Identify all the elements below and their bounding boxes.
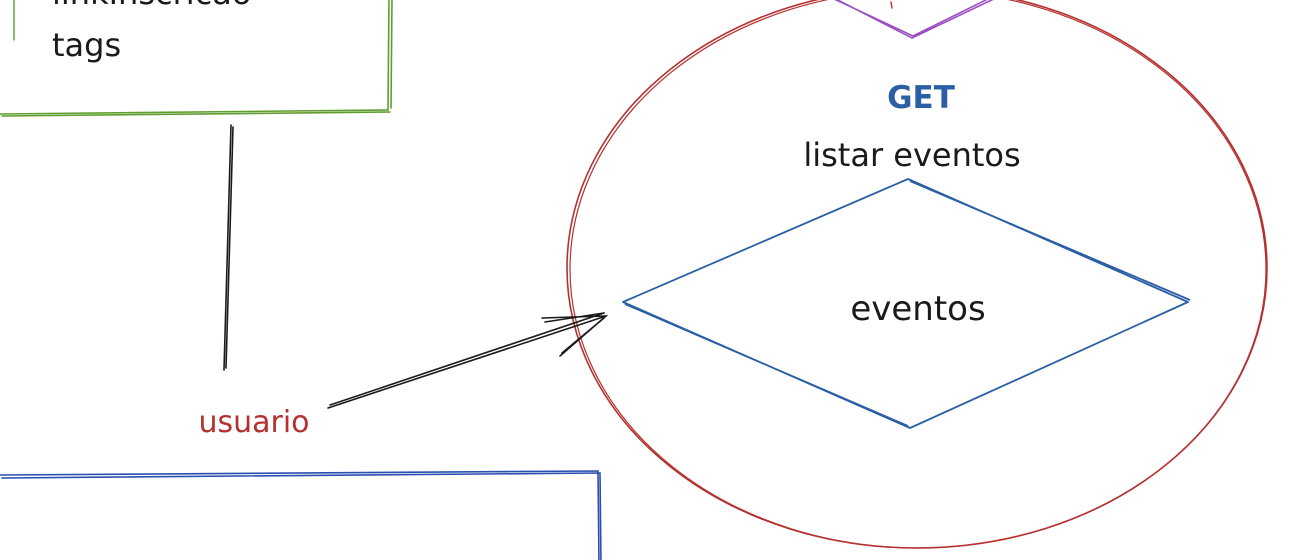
- eventos-diamond-shape: [622, 178, 1191, 429]
- top-diamond-shape: [834, 0, 994, 39]
- top-diamond-mark: [890, 1, 893, 9]
- get-circle-outline-2: [569, 0, 1267, 549]
- usuario-to-eventos-arrow[interactable]: [327, 312, 609, 409]
- usuario-label[interactable]: usuario: [198, 405, 309, 440]
- green-box-text-line1: linkInscricao: [52, 0, 251, 12]
- get-circle[interactable]: GET listar eventos: [566, 0, 1268, 549]
- arrow-shaft: [327, 312, 607, 409]
- green-box-border: [0, 0, 393, 117]
- circle-label: listar eventos: [803, 136, 1020, 174]
- blue-box[interactable]: [0, 470, 602, 560]
- get-method-label: GET: [887, 80, 955, 116]
- arrow-head: [541, 312, 609, 357]
- green-box[interactable]: linkInscricao tags: [0, 0, 393, 117]
- vertical-connector: [223, 124, 234, 371]
- eventos-diamond[interactable]: eventos: [622, 178, 1191, 429]
- green-box-text-line2: tags: [52, 26, 121, 64]
- blue-box-border: [0, 470, 602, 560]
- top-diamond[interactable]: [830, 0, 1000, 39]
- eventos-diamond-label: eventos: [850, 289, 985, 329]
